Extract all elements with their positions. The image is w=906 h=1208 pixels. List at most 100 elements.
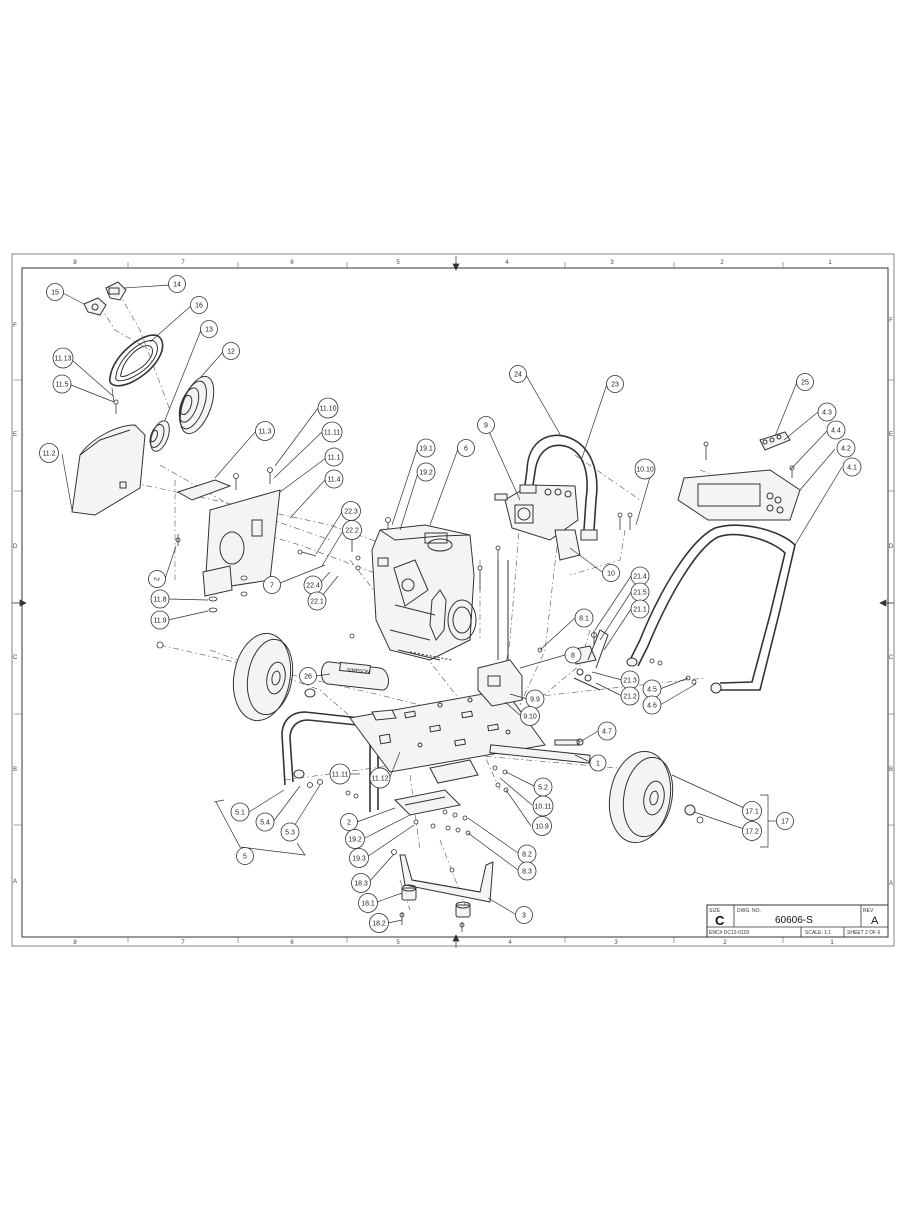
bolt-4-7 [554, 738, 584, 746]
callout: 21.1 [630, 599, 650, 619]
svg-text:24: 24 [514, 372, 522, 379]
svg-text:5: 5 [243, 854, 247, 861]
zone-label: C [889, 655, 894, 661]
callout: 13 [200, 320, 218, 338]
callout: 23 [606, 375, 624, 393]
svg-text:10.11: 10.11 [535, 804, 552, 811]
fasteners [113, 399, 795, 932]
callout: 9 [477, 416, 495, 434]
callout: 4.5 [642, 679, 662, 699]
part-caps-14-15 [83, 281, 127, 316]
zone-label: 6 [290, 940, 294, 946]
svg-text:9.9: 9.9 [530, 697, 540, 704]
zone-label: 7 [181, 940, 185, 946]
callout: 19.1 [416, 438, 436, 458]
zone-label: F [13, 323, 17, 329]
callout: 11.2 [39, 443, 59, 463]
scale-text: SCALE: 1:1 [805, 930, 831, 936]
callout: 7 [263, 576, 281, 594]
svg-text:4.4: 4.4 [831, 428, 841, 435]
zone-label: 8 [73, 260, 77, 266]
belt-guard-11-2 [71, 424, 146, 516]
svg-text:18.2: 18.2 [372, 921, 386, 928]
callout: 11.9 [150, 610, 170, 630]
zone-label: 3 [610, 260, 614, 266]
callout: 10.10 [634, 458, 656, 480]
svg-text:8: 8 [571, 653, 575, 660]
bracket-2 [393, 759, 479, 816]
svg-text:21.3: 21.3 [623, 678, 637, 685]
zone-label: 1 [828, 260, 832, 266]
dwg-no-label: DWG. NO. [737, 908, 761, 914]
svg-text:14: 14 [173, 282, 181, 289]
svg-text:22.3: 22.3 [344, 509, 358, 516]
callout: 19.2 [345, 829, 365, 849]
callout: 11.11 [329, 763, 351, 785]
svg-text:11.12: 11.12 [372, 776, 389, 783]
callout: 21.5 [630, 582, 650, 602]
svg-text:1: 1 [596, 761, 600, 768]
outer-border [11, 253, 895, 947]
callout: 24 [509, 365, 527, 383]
callouts: 15 14 16 13 12 11.13 11.5 11.2 11.3 11.1… [39, 275, 862, 933]
callout: 11.8 [150, 589, 170, 609]
svg-text:17.1: 17.1 [745, 809, 759, 816]
svg-text:5.4: 5.4 [260, 820, 270, 827]
callout: 22.3 [341, 501, 361, 521]
callout: 14 [168, 275, 186, 293]
svg-text:18.1: 18.1 [361, 901, 375, 908]
rev-label: REV [863, 908, 874, 914]
svg-text:17.2: 17.2 [745, 829, 759, 836]
zone-labels-right: F E D C B A [889, 318, 894, 887]
svg-text:5.3: 5.3 [285, 830, 295, 837]
svg-text:4.5: 4.5 [647, 687, 657, 694]
handle-4-1 [626, 524, 796, 694]
callout: 10.9 [532, 816, 552, 836]
callout: 8 [564, 646, 582, 664]
ecn-number: ENC# DC12-0103 [709, 930, 750, 936]
svg-text:21.2: 21.2 [623, 694, 637, 701]
exploded-assembly: SIMPSON [71, 281, 801, 932]
zone-label: A [889, 881, 893, 887]
svg-text:19.1: 19.1 [419, 446, 433, 453]
svg-text:19.2: 19.2 [348, 837, 362, 844]
svg-text:11.2: 11.2 [42, 451, 55, 458]
callout: 5 [236, 847, 254, 865]
zone-label: 5 [396, 940, 400, 946]
svg-text:2: 2 [347, 820, 351, 827]
callout: 18.2 [369, 913, 389, 933]
base-plate-1 [349, 689, 546, 773]
svg-text:2: 2 [153, 577, 160, 581]
callout: 21.3 [620, 670, 640, 690]
callout: 10 [602, 564, 620, 582]
zone-label: 1 [830, 940, 834, 946]
svg-text:15: 15 [51, 290, 59, 297]
svg-text:5.1: 5.1 [235, 810, 245, 817]
callout: 11.11 [321, 421, 343, 443]
zone-label: 6 [290, 260, 294, 266]
tray-3 [399, 854, 494, 903]
zone-label: 2 [720, 260, 724, 266]
svg-text:3: 3 [522, 913, 526, 920]
callout: 18.3 [351, 873, 371, 893]
zone-label: D [889, 544, 894, 550]
svg-text:25: 25 [801, 380, 809, 387]
svg-text:21.1: 21.1 [633, 607, 647, 614]
zone-label: 5 [396, 260, 400, 266]
zone-label: 8 [73, 940, 77, 946]
zone-label: 2 [723, 940, 727, 946]
svg-text:17: 17 [781, 819, 789, 826]
callout: 21.2 [620, 686, 640, 706]
svg-text:21.5: 21.5 [633, 590, 647, 597]
svg-text:18.3: 18.3 [354, 881, 368, 888]
svg-text:11.3: 11.3 [258, 429, 271, 436]
callout: 25 [796, 373, 814, 391]
callout: 8.3 [517, 861, 537, 881]
callout: 11.3 [255, 421, 275, 441]
svg-text:22.1: 22.1 [310, 599, 324, 606]
callout: 11.12 [369, 767, 391, 789]
hubcap-17-2 [684, 804, 696, 816]
callout: 11.5 [52, 374, 72, 394]
zone-labels-bottom: 8 7 6 5 4 3 2 1 [73, 940, 834, 946]
svg-text:16: 16 [195, 303, 203, 310]
